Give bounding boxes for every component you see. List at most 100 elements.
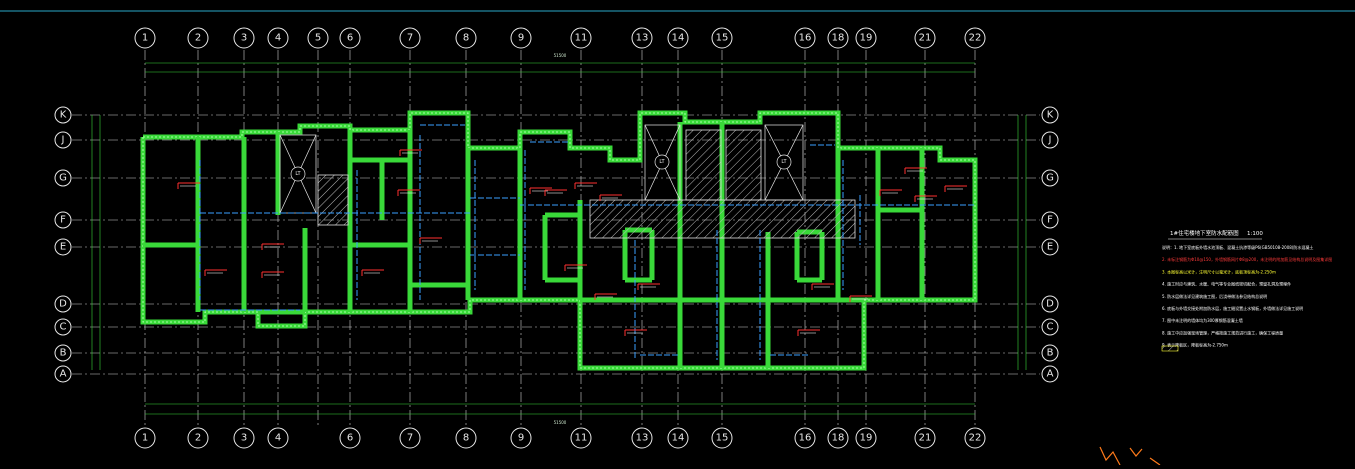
axis-bubble-top-5: 5 xyxy=(307,27,329,49)
svg-text:F: F xyxy=(1047,215,1053,226)
axis-bubble-right-D: D xyxy=(1041,295,1059,313)
axis-bubble-bottom-15: 15 xyxy=(711,427,733,449)
rebar-tag xyxy=(177,182,200,189)
svg-text:A: A xyxy=(60,369,67,380)
drawing-title: 1#住宅楼地下室防水配筋图 xyxy=(1170,229,1239,237)
svg-text:19: 19 xyxy=(860,433,873,444)
axis-bubble-top-13: 13 xyxy=(631,27,653,49)
rebar-tag xyxy=(399,149,422,156)
axis-bubble-top-2: 2 xyxy=(187,27,209,49)
axis-bubble-bottom-2: 2 xyxy=(187,427,209,449)
rebar-tag xyxy=(599,194,622,201)
svg-text:15: 15 xyxy=(716,33,729,44)
axis-bubble-right-K: K xyxy=(1041,106,1059,124)
svg-text:13: 13 xyxy=(636,33,649,44)
rebar-lines xyxy=(199,124,975,360)
svg-text:8: 8 xyxy=(463,433,469,444)
svg-text:14: 14 xyxy=(672,33,685,44)
bottom-total-dimension: 51500 xyxy=(554,420,567,425)
axis-bubble-bottom-4: 4 xyxy=(267,427,289,449)
axis-bubble-left-F: F xyxy=(54,211,72,229)
drawing-scale: 1:100 xyxy=(1247,231,1263,237)
svg-text:G: G xyxy=(59,173,67,184)
rebar-tag xyxy=(419,237,442,244)
svg-text:3: 3 xyxy=(241,33,247,44)
svg-text:2: 2 xyxy=(195,33,201,44)
axis-bubble-top-21: 21 xyxy=(914,27,936,49)
rebar-tag xyxy=(637,283,660,290)
note-line-3: 3. 本图标高以米计，注明尺寸以毫米计，底板顶标高为-2.250m xyxy=(1162,268,1276,274)
rebar-tag xyxy=(879,189,902,196)
svg-text:6: 6 xyxy=(347,433,353,444)
axis-bubble-bottom-11: 11 xyxy=(570,427,592,449)
grid-lines xyxy=(72,50,1040,426)
svg-text:22: 22 xyxy=(969,433,982,444)
rebar-tag xyxy=(904,167,927,174)
svg-text:21: 21 xyxy=(919,33,932,44)
svg-text:4: 4 xyxy=(275,33,281,44)
axis-bubble-top-18: 18 xyxy=(827,27,849,49)
axis-bubble-bottom-14: 14 xyxy=(667,427,689,449)
svg-text:13: 13 xyxy=(636,433,649,444)
rebar-tag xyxy=(914,195,937,202)
rebar-tag xyxy=(944,185,967,192)
svg-text:9: 9 xyxy=(518,33,524,44)
axis-bubble-bottom-9: 9 xyxy=(510,427,532,449)
axis-bubble-top-3: 3 xyxy=(233,27,255,49)
axis-bubble-bottom-19: 19 xyxy=(855,427,877,449)
axis-bubble-top-22: 22 xyxy=(964,27,986,49)
annotation-sketch xyxy=(1099,446,1161,466)
svg-text:18: 18 xyxy=(832,433,845,444)
dimension-lines: 51500 51500 xyxy=(91,53,1027,425)
svg-text:6: 6 xyxy=(347,33,353,44)
svg-text:11: 11 xyxy=(575,33,588,44)
rebar-tag xyxy=(624,329,647,336)
svg-text:2: 2 xyxy=(195,433,201,444)
axis-bubble-right-G: G xyxy=(1041,169,1059,187)
axis-bubble-left-B: B xyxy=(54,344,72,362)
rebar-tag xyxy=(261,271,284,278)
rebar-tag xyxy=(361,269,384,276)
axis-bubble-bottom-6: 6 xyxy=(339,427,361,449)
stair-label-1: LT xyxy=(295,171,301,177)
rebar-tag xyxy=(594,293,617,300)
axis-bubble-left-A: A xyxy=(54,365,72,383)
general-notes: 1#住宅楼地下室防水配筋图 1:100 说明：1. 地下室底板外墙水池顶板、混凝… xyxy=(1161,229,1332,352)
axis-bubble-right-B: B xyxy=(1041,344,1059,362)
note-line-9: 9. 表示降板区，降板标高为-2.750m xyxy=(1162,342,1228,348)
rebar-tag xyxy=(204,269,227,276)
svg-text:19: 19 xyxy=(860,33,873,44)
axis-bubble-left-J: J xyxy=(54,131,72,149)
axis-bubble-bottom-18: 18 xyxy=(827,427,849,449)
rebar-tags xyxy=(177,149,967,336)
svg-text:3: 3 xyxy=(241,433,247,444)
svg-text:22: 22 xyxy=(969,33,982,44)
axis-bubble-top-9: 9 xyxy=(510,27,532,49)
svg-text:E: E xyxy=(60,242,66,253)
note-line-4: 4. 施工时应与建筑、水暖、电气等专业图纸密切配合，预留孔洞及预埋件 xyxy=(1162,281,1291,287)
hatch-legend-swatch xyxy=(1161,345,1179,352)
svg-text:7: 7 xyxy=(407,433,413,444)
axis-bubble-bottom-13: 13 xyxy=(631,427,653,449)
svg-text:K: K xyxy=(60,110,67,121)
axis-bubble-right-C: C xyxy=(1041,318,1059,336)
rebar-tag xyxy=(544,189,567,196)
axis-bubble-bottom-21: 21 xyxy=(914,427,936,449)
svg-text:G: G xyxy=(1046,173,1054,184)
axis-bubble-left-C: C xyxy=(54,318,72,336)
axis-bubble-top-16: 16 xyxy=(794,27,816,49)
hatched-areas xyxy=(317,129,856,239)
svg-text:14: 14 xyxy=(672,433,685,444)
note-line-2: 2. 未标注钢筋为Φ10@150，外墙钢筋网片Φ8@200，未注明的附加筋见结构… xyxy=(1162,256,1332,262)
svg-text:18: 18 xyxy=(832,33,845,44)
svg-text:C: C xyxy=(1047,322,1054,333)
rebar-tag xyxy=(564,264,587,271)
axis-bubble-top-8: 8 xyxy=(455,27,477,49)
axis-bubble-top-4: 4 xyxy=(267,27,289,49)
svg-text:5: 5 xyxy=(315,33,321,44)
axis-bubble-top-11: 11 xyxy=(570,27,592,49)
axis-bubble-right-J: J xyxy=(1041,131,1059,149)
svg-text:F: F xyxy=(60,215,66,226)
